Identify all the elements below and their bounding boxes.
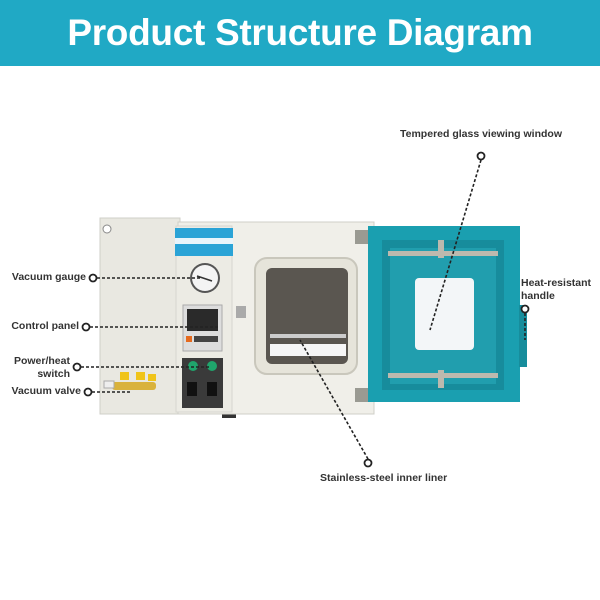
label-handle: Heat-resistant handle bbox=[521, 277, 591, 303]
label-vacuum-gauge: Vacuum gauge bbox=[11, 271, 86, 283]
label-power-heat-switch: Power/heat switch bbox=[14, 355, 70, 381]
label-handle-line1: Heat-resistant bbox=[521, 277, 592, 289]
power-heat-switch bbox=[182, 358, 223, 408]
callout-markers bbox=[72, 151, 530, 468]
label-inner-liner: Stainless-steel inner liner bbox=[320, 472, 448, 484]
label-glass-window: Tempered glass viewing window bbox=[400, 128, 563, 140]
label-switch-line1: Power/heat bbox=[13, 355, 70, 367]
label-vacuum-valve: Vacuum valve bbox=[11, 385, 81, 397]
oven-door bbox=[368, 226, 527, 402]
label-handle-line2: handle bbox=[521, 290, 555, 302]
page-title: Product Structure Diagram bbox=[67, 12, 533, 53]
vacuum-gauge bbox=[190, 263, 220, 293]
label-switch-line2: switch bbox=[37, 368, 70, 380]
glass-viewing-window bbox=[415, 278, 474, 350]
vacuum-valve bbox=[103, 372, 156, 390]
door-handle bbox=[519, 305, 527, 367]
label-control-panel: Control panel bbox=[11, 320, 79, 332]
header-banner: Product Structure Diagram bbox=[0, 0, 600, 66]
control-panel bbox=[182, 304, 223, 352]
